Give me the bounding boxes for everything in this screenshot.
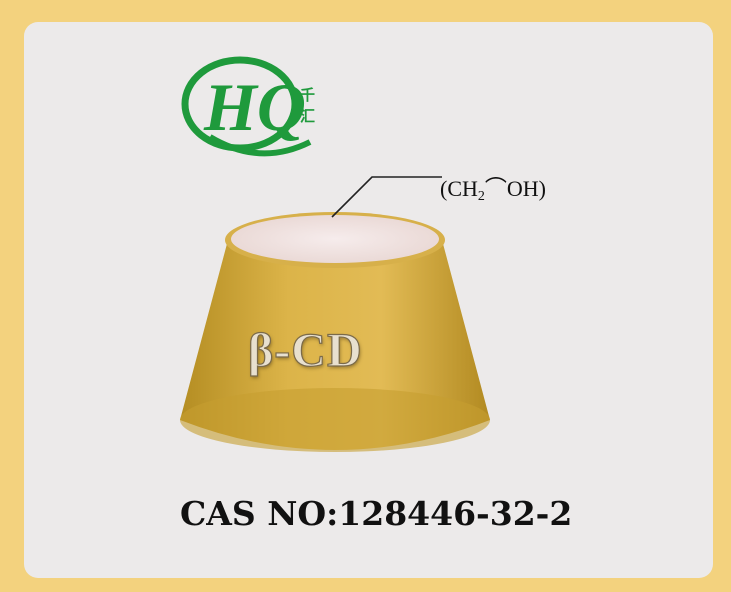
logo-letters: HQ [203,69,306,145]
logo-subtitle-line2: 汇 [300,107,316,125]
hq-logo-icon: HQ [181,56,312,157]
logo-subtitle-line1: 千 [300,86,316,104]
cas-number: CAS NO:128446-32-2 [180,494,573,533]
formula-suffix: ⌒OH) [484,176,546,201]
beta-cd-label: β-CD [247,323,363,377]
cone-base [180,388,490,452]
formula-subscript: 2 [477,189,485,204]
hydroxymethyl-formula: (CH2⌒OH) [440,171,546,204]
formula-prefix: (CH [440,176,478,201]
cone-top [231,215,439,263]
cyclodextrin-cone [180,176,490,452]
connector-line [331,176,442,218]
